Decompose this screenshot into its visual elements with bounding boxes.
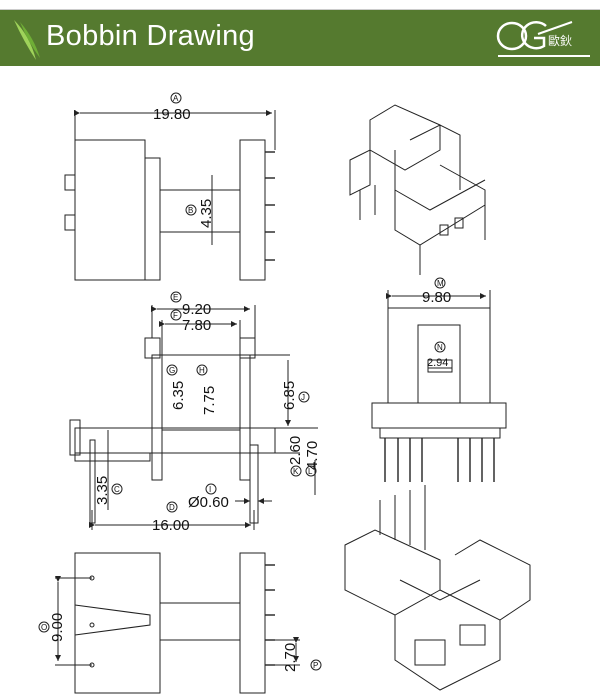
logo-text: 歐鈥 bbox=[548, 34, 573, 48]
dim-value-i: Ø0.60 bbox=[188, 494, 229, 511]
side-view bbox=[371, 290, 507, 482]
dim-value-a: 19.80 bbox=[153, 106, 191, 123]
bamboo-leaf-icon bbox=[14, 20, 40, 60]
dim-value-e: 9.20 bbox=[182, 301, 211, 318]
dim-label-p: P bbox=[313, 661, 318, 670]
isometric-view-top bbox=[349, 104, 486, 275]
dim-value-m: 9.80 bbox=[422, 289, 451, 306]
dim-label-i: I bbox=[209, 485, 211, 494]
bottom-view bbox=[55, 552, 300, 694]
isometric-view-bottom bbox=[344, 485, 531, 691]
dim-label-g: G bbox=[169, 366, 175, 375]
dim-label-h: H bbox=[199, 366, 205, 375]
dim-label-f: F bbox=[173, 311, 178, 320]
dim-label-a: A bbox=[173, 94, 179, 103]
page-title: Bobbin Drawing bbox=[46, 20, 255, 52]
dim-label-d: D bbox=[169, 503, 175, 512]
dim-value-j: 6.85 bbox=[281, 381, 298, 410]
bobbin-drawing: A 19.80 B 4.35 E 9.20 F 7.80 G 6.35 H 7.… bbox=[38, 92, 531, 694]
front-view bbox=[69, 305, 318, 530]
dim-value-o: 9.00 bbox=[49, 613, 66, 642]
top-border bbox=[0, 0, 600, 10]
dim-label-k: K bbox=[293, 467, 299, 476]
top-view bbox=[64, 110, 276, 281]
dim-label-o: O bbox=[41, 623, 47, 632]
header-banner: Bobbin Drawing 歐鈥 bbox=[0, 10, 600, 66]
dim-label-e: E bbox=[173, 293, 178, 302]
dim-label-c: C bbox=[114, 485, 120, 494]
dim-value-g: 6.35 bbox=[170, 381, 187, 410]
dim-label-l: L bbox=[308, 467, 313, 476]
dim-value-b: 4.35 bbox=[198, 199, 215, 228]
dim-value-c: 3.35 bbox=[94, 476, 111, 505]
dim-value-h: 7.75 bbox=[201, 386, 218, 415]
company-logo bbox=[496, 21, 590, 57]
dim-value-f: 7.80 bbox=[182, 317, 211, 334]
dim-label-b: B bbox=[188, 206, 193, 215]
dim-label-j: J bbox=[301, 393, 305, 402]
dim-value-l: 4.70 bbox=[304, 441, 321, 470]
dim-value-k: 2.60 bbox=[287, 436, 304, 465]
dim-value-p: 2.70 bbox=[282, 643, 299, 672]
dim-label-m: M bbox=[437, 279, 444, 288]
dim-value-d: 16.00 bbox=[152, 517, 190, 534]
dim-label-n: N bbox=[437, 343, 443, 352]
dim-value-n: 2.94 bbox=[427, 357, 448, 369]
